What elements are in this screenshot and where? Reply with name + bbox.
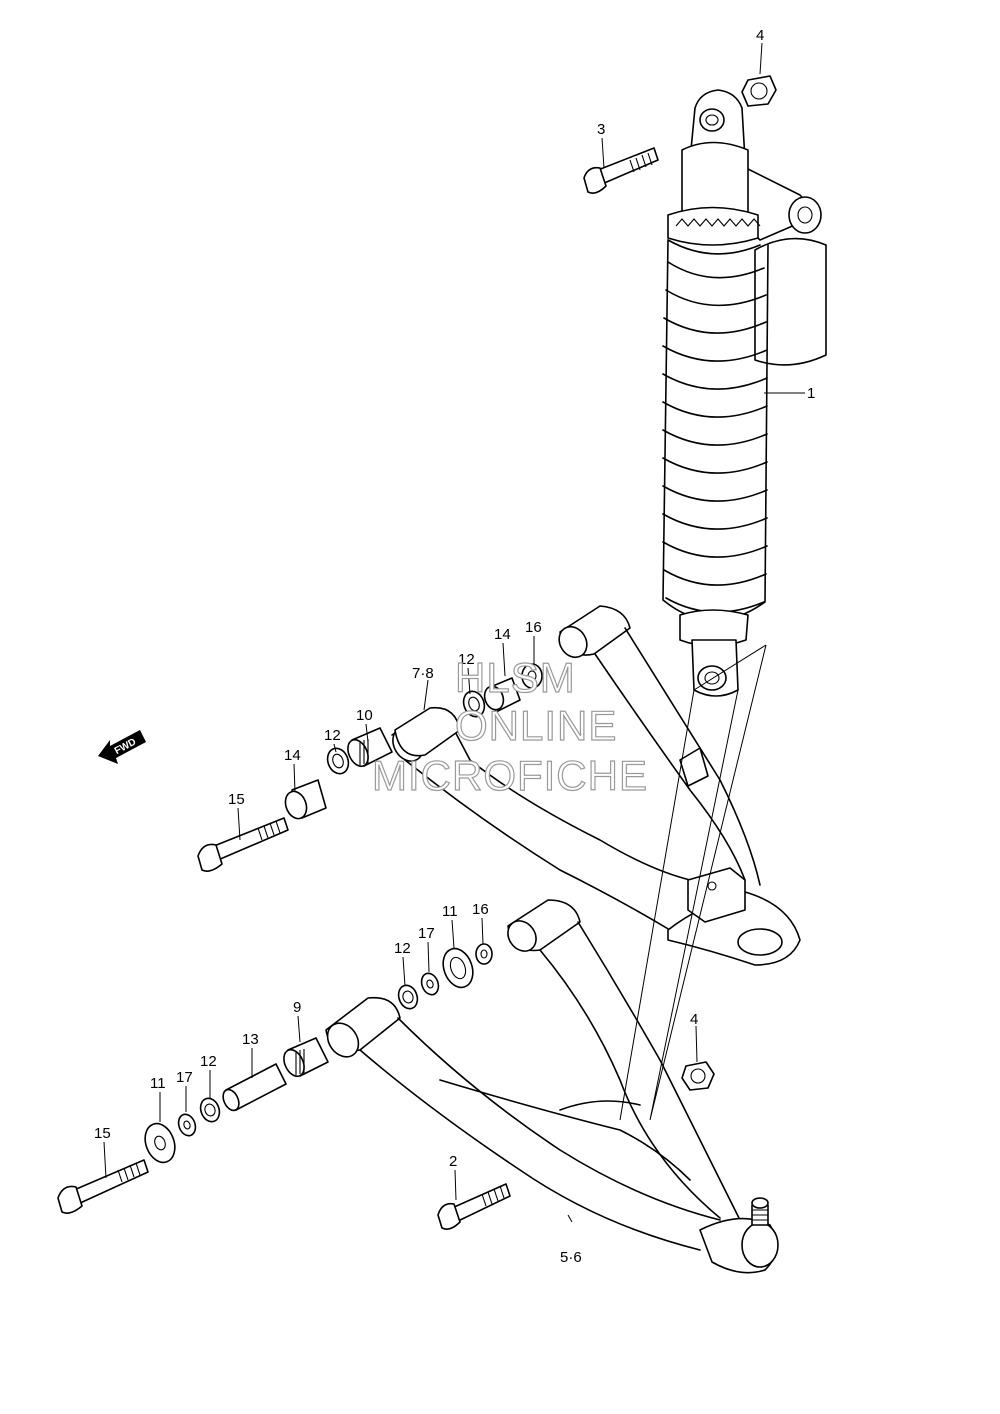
seal-lower-rear[interactable] <box>395 983 420 1012</box>
callout-15-upper: 15 <box>228 791 245 808</box>
svg-text:MICROFICHE: MICROFICHE <box>372 752 648 799</box>
callout-17-lower-rear: 17 <box>418 925 435 942</box>
callout-11-lower-front: 11 <box>150 1075 166 1092</box>
washer-lower-front[interactable] <box>140 1119 180 1166</box>
washer-lower-rear[interactable] <box>438 944 478 991</box>
callout-14-upper-rear: 14 <box>494 626 511 643</box>
collar-upper[interactable] <box>282 779 327 822</box>
svg-text:ONLINE: ONLINE <box>455 702 617 749</box>
bolt-lower-shock[interactable] <box>437 1183 511 1230</box>
callout-14-upper-front: 14 <box>284 747 301 764</box>
callout-13: 13 <box>242 1031 259 1048</box>
callout-15-lower: 15 <box>94 1125 111 1142</box>
callout-1: 1 <box>807 385 815 402</box>
callout-11-lower-rear: 11 <box>442 903 458 920</box>
watermark: HLSM ONLINE MICROFICHE <box>371 653 648 799</box>
callout-12-upper-front: 12 <box>324 727 341 744</box>
callout-10: 10 <box>356 707 373 724</box>
callout-3: 3 <box>597 121 605 138</box>
callout-12-lower-rear: 12 <box>394 940 411 957</box>
spacer-lower-rear[interactable] <box>419 971 442 997</box>
callout-16-upper: 16 <box>525 619 542 636</box>
callout-17-lower-front: 17 <box>176 1069 193 1086</box>
svg-text:FWD: FWD <box>113 737 138 757</box>
callout-5-6: 5·6 <box>560 1249 582 1266</box>
callout-12-lower-front: 12 <box>200 1053 217 1070</box>
shock-absorber[interactable] <box>662 89 827 697</box>
bushing-upper[interactable] <box>344 727 393 769</box>
bolt-lower-arm[interactable] <box>57 1159 149 1214</box>
nut-top[interactable] <box>741 75 777 107</box>
spacer-lower-front[interactable] <box>176 1112 199 1138</box>
seal-upper-rear[interactable] <box>460 688 488 719</box>
sleeve-lower[interactable] <box>220 1063 287 1113</box>
forward-arrow-icon: FWD <box>98 730 146 764</box>
callout-2: 2 <box>449 1153 457 1170</box>
callout-4-lower: 4 <box>690 1011 698 1028</box>
callout-labels: 4 3 1 16 14 12 7·8 10 12 14 15 16 11 17 … <box>94 27 815 1266</box>
callout-7-8: 7·8 <box>412 665 434 682</box>
bolt-upper-arm[interactable] <box>197 817 289 872</box>
callout-12-upper-rear: 12 <box>458 651 475 668</box>
callout-4-top: 4 <box>756 27 764 44</box>
bushing-lower[interactable] <box>280 1037 329 1079</box>
lower-a-arm[interactable] <box>321 899 779 1274</box>
seal-lower-front[interactable] <box>197 1096 222 1125</box>
bolt-top[interactable] <box>583 147 659 194</box>
cap-upper[interactable] <box>521 663 543 689</box>
svg-text:HLSM: HLSM <box>455 654 576 701</box>
cap-lower[interactable] <box>475 943 493 965</box>
nut-lower[interactable] <box>681 1061 715 1091</box>
callout-16-lower: 16 <box>472 901 489 918</box>
collar-upper-rear[interactable] <box>481 677 521 713</box>
leader-lines <box>103 42 805 1223</box>
callout-9: 9 <box>293 999 301 1016</box>
seal-upper-front[interactable] <box>324 745 352 776</box>
